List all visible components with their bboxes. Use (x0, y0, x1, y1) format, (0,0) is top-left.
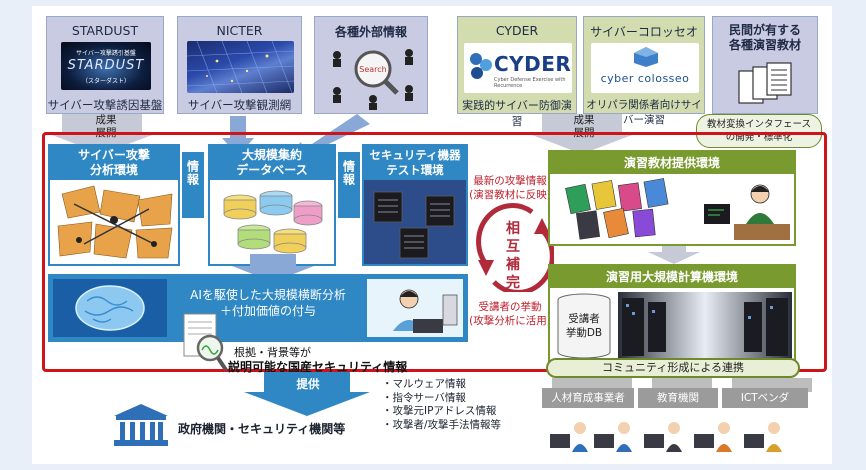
colosseo-box: サイバーコロッセオ cyber colosseo オリパラ関係者向けサイバー演習 (583, 16, 705, 126)
compute-env-title: 演習用大規模計算機環境 (550, 266, 794, 288)
bullet-item: ・指令サーバ情報 (382, 391, 466, 404)
search-icon: Search (333, 49, 413, 110)
colosseo-logo-image: cyber colosseo (591, 43, 699, 93)
stardust-title: STARDUST (71, 23, 139, 38)
trainee-db-cylinder: 受講者 挙動DB (554, 292, 614, 360)
nicter-caption: サイバー攻撃観測網 (187, 98, 292, 112)
community-label: コミュニティ形成による連携 (546, 358, 800, 378)
private-box: 民間が有する 各種演習教材 (712, 16, 818, 114)
bullet-item: ・攻撃者/攻撃手法情報等 (382, 418, 502, 431)
trainee-db-label: 受講者 挙動DB (565, 313, 603, 339)
info-label-2: 情報 (341, 160, 356, 186)
government-building-icon (114, 404, 168, 446)
cyder-logo-text: CYDER (494, 52, 572, 76)
search-text: Search (359, 65, 386, 74)
provide-env-title: 演習教材提供環境 (550, 152, 794, 174)
testenv-box: セキュリティ機器 テスト環境 (362, 144, 468, 266)
ai-box: AIを駆使した大規模横断分析 ＋付加価値の付与 (48, 274, 468, 342)
trainee-db-icon (557, 293, 611, 359)
documents-icon (738, 62, 792, 104)
target-ict-vendors: ICTベンダ (722, 388, 808, 408)
provide-label: 提供 (296, 377, 320, 391)
explainable-line-2: 説明可能な国産セキュリティ情報 (228, 360, 408, 374)
cyder-cubes-icon (470, 53, 492, 79)
explainable-line-1: 根拠・背景等が (234, 346, 311, 359)
server-racks-icon (373, 191, 455, 259)
latest-info-line-2: (演習教材に反映) (469, 189, 551, 201)
colosseo-title: サイバーコロッセオ (590, 25, 698, 39)
training-books-icon (565, 178, 790, 240)
cyder-logo-sub: Cyber Defense Exercise with Recurrence (494, 77, 566, 89)
gov-label: 政府機関・セキュリティ機関等 (178, 422, 346, 436)
target-hr-providers: 人材育成事業者 (542, 388, 634, 408)
info-bullets: ・マルウェア情報 ・指令サーバ情報 ・攻撃元IPアドレス情報 ・攻撃者/攻撃手法… (382, 378, 501, 432)
latest-info-line-1: 最新の攻撃情報 (473, 175, 547, 187)
cyder-caption: 実践的サイバー防御演習 (462, 99, 572, 128)
colosseo-caption: オリパラ関係者向けサイバー演習 (586, 99, 702, 126)
info-arrow-1: 情報 (182, 152, 204, 218)
database-box: 大規模集約 データベース (208, 144, 336, 266)
analysis-papers-icon (57, 185, 173, 259)
cyder-box: CYDER CYDER Cyber Defense Exercise with … (457, 16, 577, 128)
stardust-logo-sub: サイバー攻撃誘引基盤 (76, 50, 136, 57)
external-box: 各種外部情報 Search (314, 16, 428, 114)
cyder-logo-image: CYDER Cyber Defense Exercise with Recurr… (464, 43, 572, 93)
analysis-box: サイバー攻撃 分析環境 (48, 144, 180, 266)
people-at-computers-icon (550, 422, 782, 452)
cyder-title: CYDER (495, 23, 539, 38)
bullet-item: ・マルウェア情報 (382, 378, 466, 390)
datacenter-image (618, 292, 792, 362)
main-frame (42, 132, 827, 372)
database-title: 大規模集約 データベース (210, 146, 334, 180)
provide-arrow (244, 372, 370, 416)
colosseo-cube-icon (634, 47, 658, 67)
trainee-behavior-line-1: 受講者の挙動 (478, 301, 542, 313)
provide-env-box: 演習教材提供環境 (548, 150, 796, 246)
nicter-grid-icon (186, 40, 295, 94)
mutual-label: 相互補完 (506, 221, 520, 291)
nicter-title: NICTER (216, 23, 263, 38)
stardust-logo-kana: （スターダスト） (81, 78, 130, 85)
database-cylinders-icon (223, 190, 323, 254)
interface-note: 教材変換インタフェース の開発・標準化 (696, 114, 822, 148)
trainee-behavior-line-2: (攻撃分析に活用) (469, 315, 551, 327)
diagram-canvas: STARDUST サイバー攻撃誘引基盤 STARDUST （スターダスト） サイ… (32, 6, 832, 464)
ai-brain-icon (53, 279, 167, 337)
analyst-person-icon (393, 289, 458, 333)
stardust-caption: サイバー攻撃誘因基盤 (47, 98, 163, 112)
stardust-logo-text: STARDUST (67, 58, 145, 73)
ai-text: AIを駆使した大規模横断分析 ＋付加価値の付与 (190, 288, 346, 318)
compute-env-box: 演習用大規模計算機環境 受講者 挙動DB (548, 264, 796, 364)
nicter-box: NICTER サイバー攻撃観測網 (177, 16, 302, 114)
testenv-title: セキュリティ機器 テスト環境 (364, 146, 466, 180)
db-down-arrow (232, 254, 314, 282)
magnifier-document-icon (183, 313, 228, 372)
nicter-map-image (186, 40, 295, 94)
info-arrow-2: 情報 (338, 152, 360, 218)
analyst-image (367, 279, 463, 337)
colosseo-logo-text: cyber colosseo (600, 72, 690, 85)
provide-down-arrow (648, 246, 700, 264)
target-education: 教育機関 (638, 388, 718, 408)
external-title: 各種外部情報 (334, 25, 407, 39)
info-label-1: 情報 (185, 160, 200, 186)
stardust-box: STARDUST サイバー攻撃誘引基盤 STARDUST （スターダスト） サイ… (46, 16, 164, 114)
analysis-title: サイバー攻撃 分析環境 (50, 146, 178, 180)
private-title: 民間が有する 各種演習教材 (728, 23, 801, 52)
stardust-logo-image: サイバー攻撃誘引基盤 STARDUST （スターダスト） (61, 42, 151, 90)
bullet-item: ・攻撃元IPアドレス情報 (382, 405, 497, 417)
